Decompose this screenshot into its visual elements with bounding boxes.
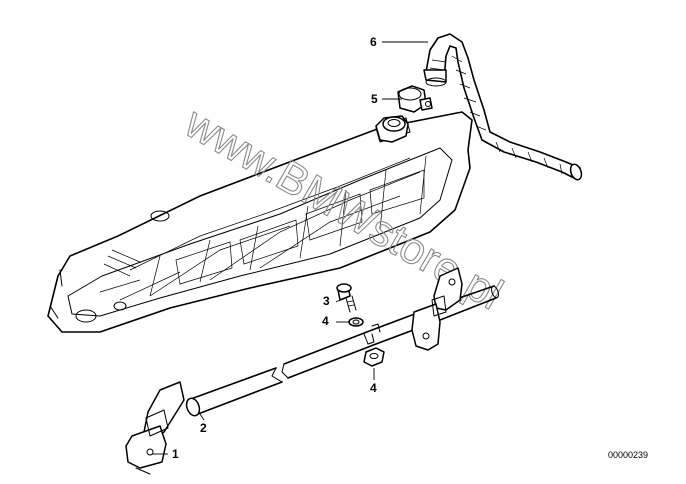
reference-number: 00000239 [608, 450, 648, 460]
bolt [336, 283, 357, 313]
support-tube [185, 285, 499, 417]
hose-clamp [397, 85, 433, 113]
breather-socket [375, 115, 409, 143]
nut-lower [363, 347, 385, 367]
bracket-left [125, 381, 185, 475]
callout-4-lower: 4 [370, 381, 377, 395]
callout-5: 5 [371, 92, 378, 106]
leader-lines [152, 41, 428, 455]
breather-hose [423, 33, 583, 181]
bracket-right [411, 267, 463, 351]
callout-3: 3 [323, 294, 330, 308]
callout-6: 6 [370, 35, 377, 49]
callout-4-upper: 4 [322, 314, 329, 328]
washer-upper [348, 317, 364, 327]
clip-on-tube [363, 323, 381, 345]
callout-1: 1 [172, 447, 179, 461]
callout-2: 2 [200, 421, 207, 435]
